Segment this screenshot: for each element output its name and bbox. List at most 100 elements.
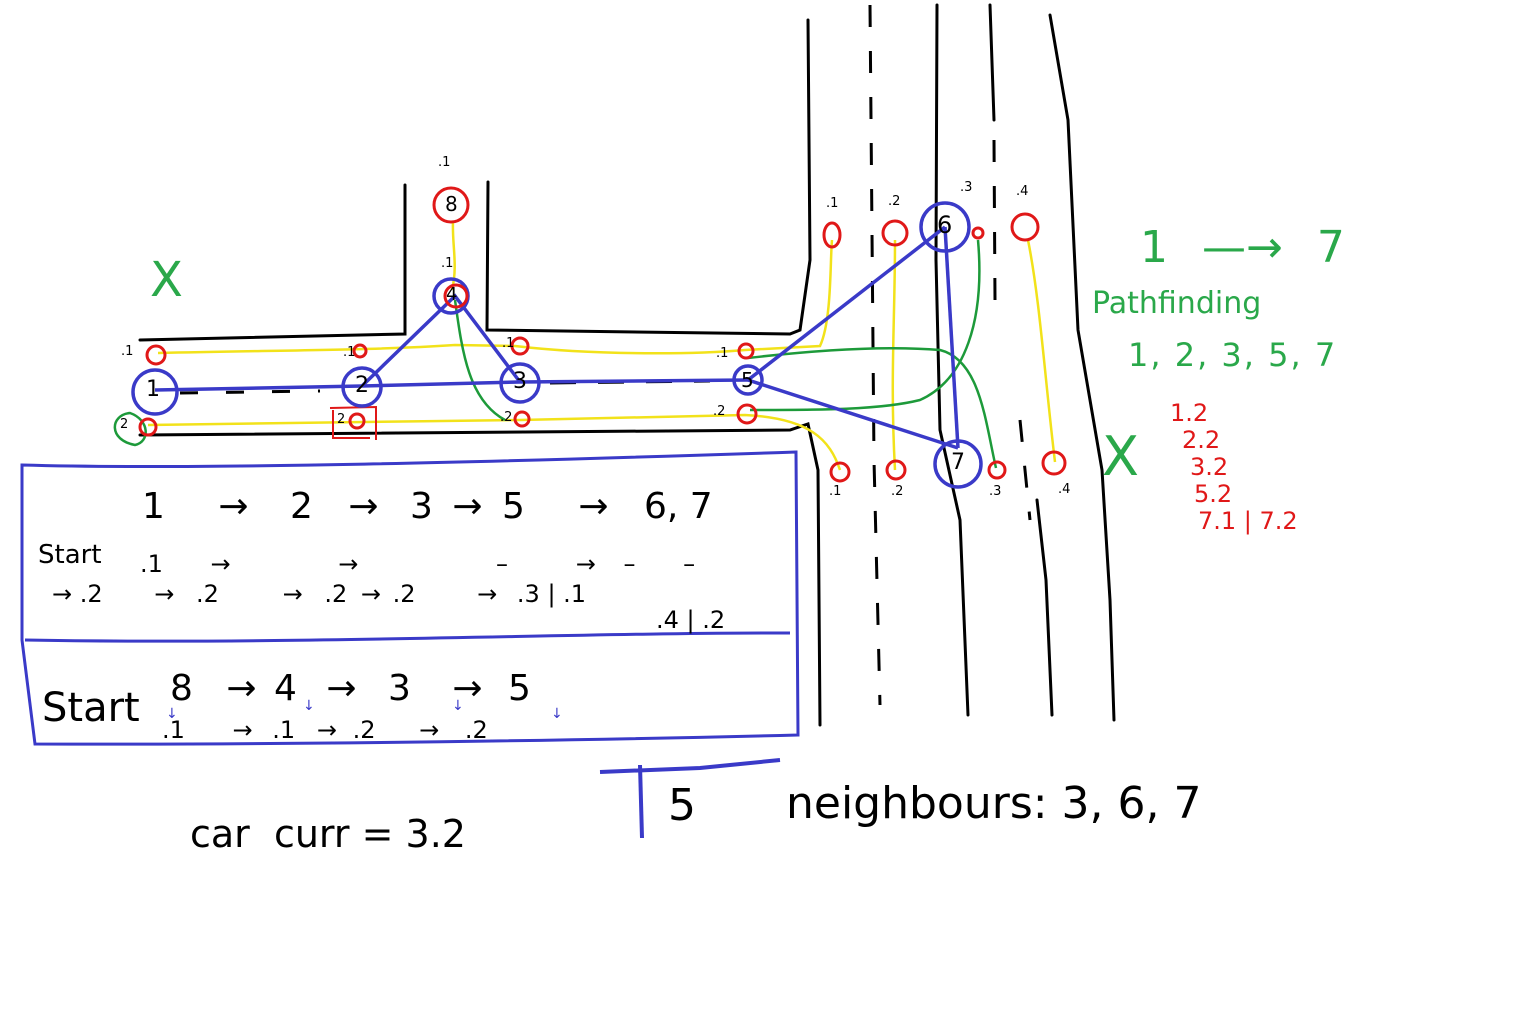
cell: → bbox=[452, 668, 483, 709]
road-edges bbox=[138, 3, 1116, 727]
table-row-1-lanes-b: → .2 → .2 → .2 → .2 → .3 | .1 bbox=[52, 580, 586, 608]
lane-label: .2 bbox=[888, 194, 901, 209]
cell: .1 bbox=[140, 550, 163, 578]
lane-label: .1 bbox=[121, 344, 134, 359]
node-label-3: 3 bbox=[513, 369, 527, 394]
table-row-1-start: Start bbox=[38, 540, 102, 570]
cell: 1 bbox=[142, 486, 165, 527]
lane-label: .2 bbox=[891, 484, 904, 499]
node-2-circle bbox=[341, 366, 383, 408]
lane-label: .1 bbox=[829, 484, 842, 499]
green-connections bbox=[113, 239, 998, 469]
cell: 8 bbox=[170, 668, 193, 709]
cell: 5 bbox=[507, 668, 531, 709]
node-7-circle bbox=[933, 439, 983, 489]
table-row-1-nodes: 1 → 2 → 3 → 5 → 6, 7 bbox=[142, 486, 713, 527]
cell: 5 bbox=[501, 486, 525, 527]
cell: → bbox=[575, 550, 596, 578]
node-label-5: 5 bbox=[741, 368, 754, 392]
down-arrow-icon: ↓ bbox=[166, 706, 178, 722]
cell: → bbox=[232, 716, 253, 744]
cell: → bbox=[578, 486, 609, 527]
cell: .1 bbox=[272, 716, 296, 744]
cell: 2 bbox=[289, 486, 313, 527]
cell: .1 bbox=[162, 716, 185, 744]
route-arrow: —→ bbox=[1202, 222, 1283, 273]
cell: → bbox=[218, 486, 249, 527]
graph-edges bbox=[154, 225, 960, 450]
x-mark-right: X bbox=[1102, 425, 1139, 488]
node-label-2: 2 bbox=[355, 373, 369, 398]
node-4-inner bbox=[443, 283, 469, 309]
cell: – bbox=[623, 550, 636, 578]
lane-label: .4 bbox=[1058, 482, 1071, 497]
graph-nodes bbox=[131, 201, 983, 489]
cell: → bbox=[326, 668, 357, 709]
cell: .2 bbox=[352, 716, 376, 744]
node-8-circle bbox=[432, 186, 470, 224]
cell: – bbox=[496, 550, 509, 578]
lane-label: .1 bbox=[502, 336, 515, 351]
cell: → bbox=[154, 580, 175, 608]
node-label-7: 7 bbox=[951, 450, 965, 475]
lane-list-item: 1.2 bbox=[1170, 399, 1209, 427]
cell: 3 bbox=[409, 486, 433, 527]
node-marker-bar bbox=[599, 758, 781, 839]
car-curr-text: car curr = 3.2 bbox=[190, 812, 466, 856]
table-box bbox=[20, 450, 800, 746]
cell: → bbox=[348, 486, 379, 527]
node-label-8: 8 bbox=[445, 192, 458, 216]
node-label-6: 6 bbox=[937, 211, 953, 239]
cell: 6, 7 bbox=[643, 486, 713, 527]
lane-label: .4 bbox=[1016, 184, 1029, 199]
down-arrow-icon: ↓ bbox=[551, 706, 563, 722]
node-3-circle bbox=[499, 362, 541, 404]
cell: .2 bbox=[392, 580, 416, 608]
lane-list: 1.2 2.2 3.2 5.2 7.1 | 7.2 bbox=[1170, 400, 1298, 535]
table-row-2-nodes: 8 → 4 → 3 → 5 bbox=[170, 668, 531, 709]
route-to: 7 bbox=[1316, 222, 1345, 273]
pathfinding-title: Pathfinding bbox=[1092, 286, 1262, 321]
lane-list-item: 7.1 | 7.2 bbox=[1198, 507, 1298, 535]
lane-label: .1 bbox=[826, 196, 839, 211]
neighbours-text: neighbours: 3, 6, 7 bbox=[786, 778, 1202, 829]
node-label-1: 1 bbox=[146, 377, 160, 402]
cell: 3 bbox=[387, 668, 411, 709]
node-5-circle bbox=[732, 364, 764, 396]
cell: .2 bbox=[324, 580, 348, 608]
lane-label: .3 bbox=[989, 484, 1002, 499]
node-1-circle bbox=[131, 368, 179, 416]
lane-list-item: 3.2 bbox=[1190, 453, 1229, 481]
cell: → bbox=[419, 716, 440, 744]
lane-label: .1 bbox=[716, 346, 729, 361]
cell: → .2 bbox=[52, 580, 103, 608]
cell: .2 bbox=[464, 716, 488, 744]
lane-label: .1 bbox=[441, 256, 454, 271]
cell: → bbox=[338, 550, 359, 578]
cell: → bbox=[210, 550, 231, 578]
cell: → bbox=[452, 486, 483, 527]
table-row-1-lanes-c: .4 | .2 bbox=[656, 606, 726, 634]
lane-label: .2 bbox=[713, 404, 726, 419]
lane-list-item: 5.2 bbox=[1194, 480, 1233, 508]
cell: → bbox=[360, 580, 381, 608]
lane-label: 2 bbox=[120, 417, 129, 432]
lane-label: .1 bbox=[343, 345, 356, 360]
route-from: 1 bbox=[1140, 222, 1168, 273]
table-row-2-lanes: .1 → .1 → .2 → .2 bbox=[162, 716, 488, 744]
x-mark-left: X bbox=[150, 252, 183, 308]
lane-label: .1 bbox=[438, 155, 451, 170]
lane-label: .2 bbox=[500, 410, 513, 425]
cell: → bbox=[477, 580, 498, 608]
highlight-bracket bbox=[329, 405, 377, 440]
lane-list-item: 2.2 bbox=[1182, 426, 1221, 454]
cell: → bbox=[282, 580, 303, 608]
table-row-2-start: Start bbox=[42, 685, 140, 731]
route-header: 1 —→ 7 bbox=[1140, 222, 1345, 273]
table-row-1-lanes-a: .1 → → – → – – bbox=[140, 550, 695, 578]
down-arrow-icon: ↓ bbox=[452, 698, 464, 714]
node-marker-label: 5 bbox=[668, 780, 696, 831]
cell: → bbox=[226, 668, 257, 709]
lane-label: 2 bbox=[337, 412, 346, 427]
cell: → bbox=[316, 716, 337, 744]
